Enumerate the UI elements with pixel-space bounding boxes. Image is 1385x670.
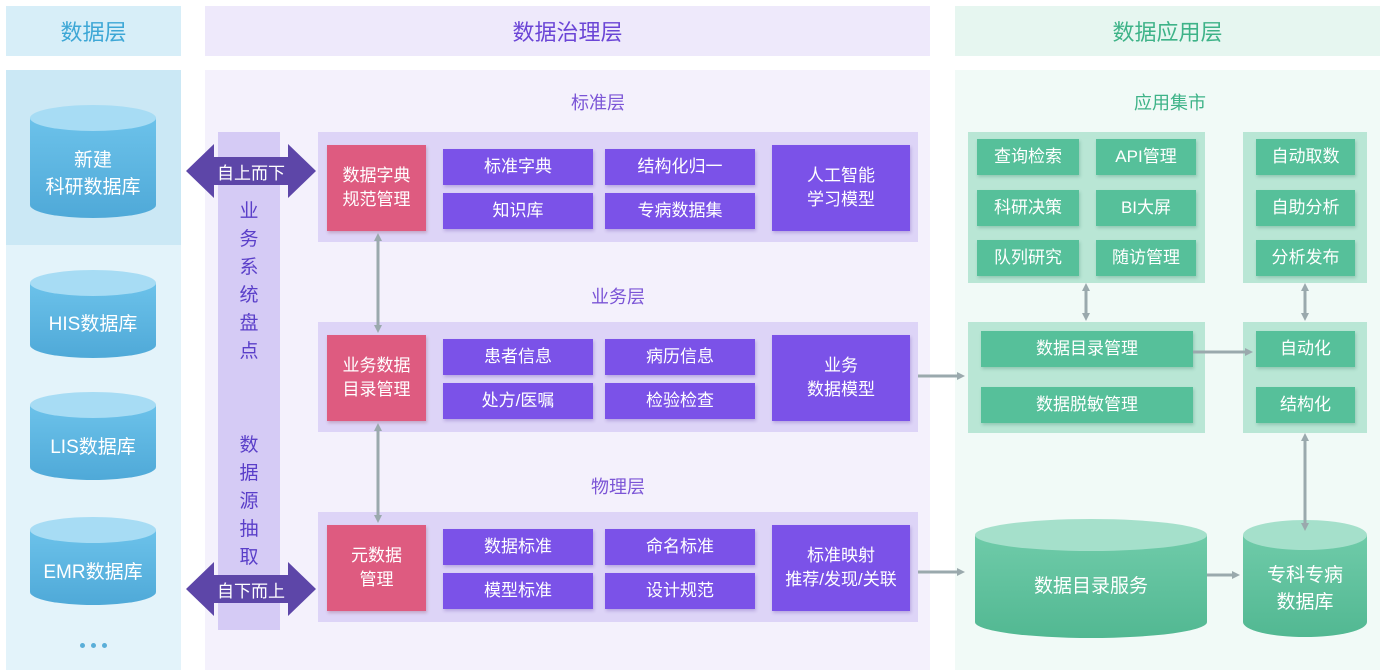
specialty-db-cylinder (1243, 520, 1367, 637)
db-label-new: 新建 科研数据库 (45, 150, 141, 198)
business-item-medical-record: 病历信息 (605, 339, 755, 375)
side-label-top: 业务系统盘点 (239, 201, 259, 362)
specialty-db-label: 专科专病 数据库 (1266, 565, 1343, 613)
standard-item-knowledge-base: 知识库 (443, 193, 593, 229)
business-catalog-management: 业务数据 目录管理 (327, 335, 426, 421)
right-item-auto-fetch: 自动取数 (1256, 139, 1355, 175)
catalog-service-label: 数据目录服务 (1033, 575, 1148, 597)
metadata-management: 元数据 管理 (327, 525, 426, 611)
db-cylinder-new (30, 105, 156, 218)
physical-item-model-standard: 模型标准 (443, 573, 593, 609)
side-label-bottom: 数据源抽取 (239, 435, 259, 568)
governance-layer-title: 数据治理层 (512, 20, 623, 45)
catalog-management: 数据目录管理 (981, 331, 1193, 367)
market-item-api: API管理 (1096, 139, 1196, 175)
double-arrow-bottom-up (186, 562, 316, 616)
dictionary-spec-management: 数据字典 规范管理 (327, 145, 426, 231)
market-item-bi-screen: BI大屏 (1096, 190, 1196, 226)
standard-item-dictionary: 标准字典 (443, 149, 593, 185)
application-layer-title: 数据应用层 (1112, 20, 1223, 45)
db-label-lis: LIS数据库 (50, 436, 136, 458)
business-item-patient-info: 患者信息 (443, 339, 593, 375)
db-label-his: HIS数据库 (48, 313, 138, 335)
business-data-model: 业务 数据模型 (772, 335, 910, 421)
governance-layer-header-bg (205, 6, 930, 56)
label-top-down: 自上而下 (217, 163, 285, 183)
market-item-research-decision: 科研决策 (977, 190, 1079, 226)
physical-item-design-spec: 设计规范 (605, 573, 755, 609)
standard-item-normalization: 结构化归一 (605, 149, 755, 185)
physical-layer-title: 物理层 (591, 477, 645, 497)
db-cylinder-his (30, 270, 156, 358)
double-arrow-top-down (186, 144, 316, 198)
label-bottom-up: 自下而上 (217, 581, 285, 601)
standard-mapping: 标准映射 推荐/发现/关联 (772, 525, 910, 611)
standard-layer-title: 标准层 (571, 93, 625, 113)
right-item-publish: 分析发布 (1256, 240, 1355, 276)
market-item-followup: 随访管理 (1096, 240, 1196, 276)
application-layer-header-bg (955, 6, 1380, 56)
business-item-lab-exam: 检验检查 (605, 383, 755, 419)
desensitization-management: 数据脱敏管理 (981, 387, 1193, 423)
db-label-emr: EMR数据库 (43, 561, 143, 583)
auto-item-structuring: 结构化 (1256, 387, 1355, 423)
physical-item-data-standard: 数据标准 (443, 529, 593, 565)
physical-item-naming-standard: 命名标准 (605, 529, 755, 565)
business-item-prescription: 处方/医嘱 (443, 383, 593, 419)
market-item-cohort: 队列研究 (977, 240, 1079, 276)
business-layer-title: 业务层 (591, 287, 645, 307)
standard-item-disease-dataset: 专病数据集 (605, 193, 755, 229)
data-layer-header-bg (6, 6, 181, 56)
db-cylinder-lis (30, 392, 156, 480)
side-label-bar (218, 132, 280, 630)
right-item-self-analysis: 自助分析 (1256, 190, 1355, 226)
db-cylinder-emr (30, 517, 156, 605)
ai-learning-model: 人工智能 学习模型 (772, 145, 910, 231)
app-market-title: 应用集市 (1134, 93, 1206, 113)
data-layer-title: 数据层 (60, 20, 127, 45)
auto-item-automation: 自动化 (1256, 331, 1355, 367)
market-item-query: 查询检索 (977, 139, 1079, 175)
more-databases-indicator (6, 635, 181, 655)
catalog-service-cylinder (975, 519, 1207, 638)
